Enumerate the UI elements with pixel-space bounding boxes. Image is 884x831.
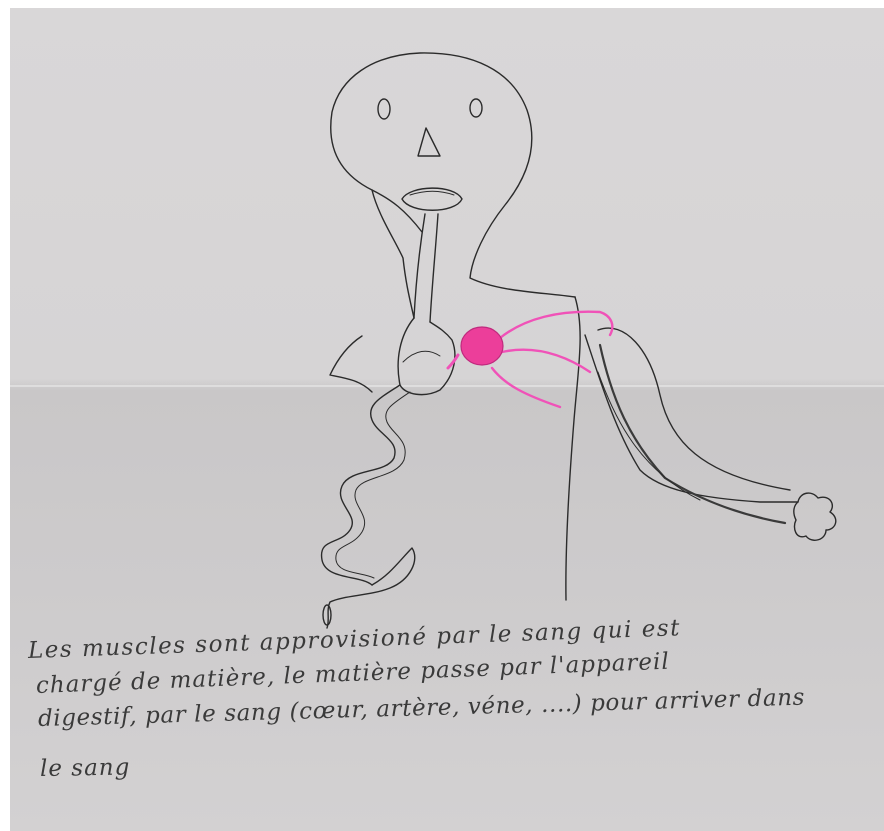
arm-upper-outline — [585, 335, 798, 502]
right-eye — [470, 99, 482, 117]
torso-right-outline — [566, 297, 580, 600]
stomach-fold — [403, 351, 440, 362]
nose — [418, 128, 440, 156]
rectum — [323, 605, 331, 625]
large-intestine — [327, 548, 415, 628]
esophagus — [414, 214, 438, 322]
side-organ — [330, 336, 372, 392]
neck-left-outline — [372, 190, 414, 318]
stomach — [398, 318, 455, 395]
head-outline — [331, 53, 575, 297]
arm-lower-outline — [598, 328, 790, 490]
artery-lower — [492, 368, 560, 407]
artery-middle — [502, 350, 590, 372]
heart — [461, 327, 503, 365]
teeth — [410, 191, 454, 195]
hand — [794, 493, 836, 540]
small-intestine-inner — [336, 392, 410, 578]
artery-upper — [500, 312, 612, 338]
caption-line-4: le sang — [40, 754, 131, 782]
left-eye — [378, 99, 390, 119]
